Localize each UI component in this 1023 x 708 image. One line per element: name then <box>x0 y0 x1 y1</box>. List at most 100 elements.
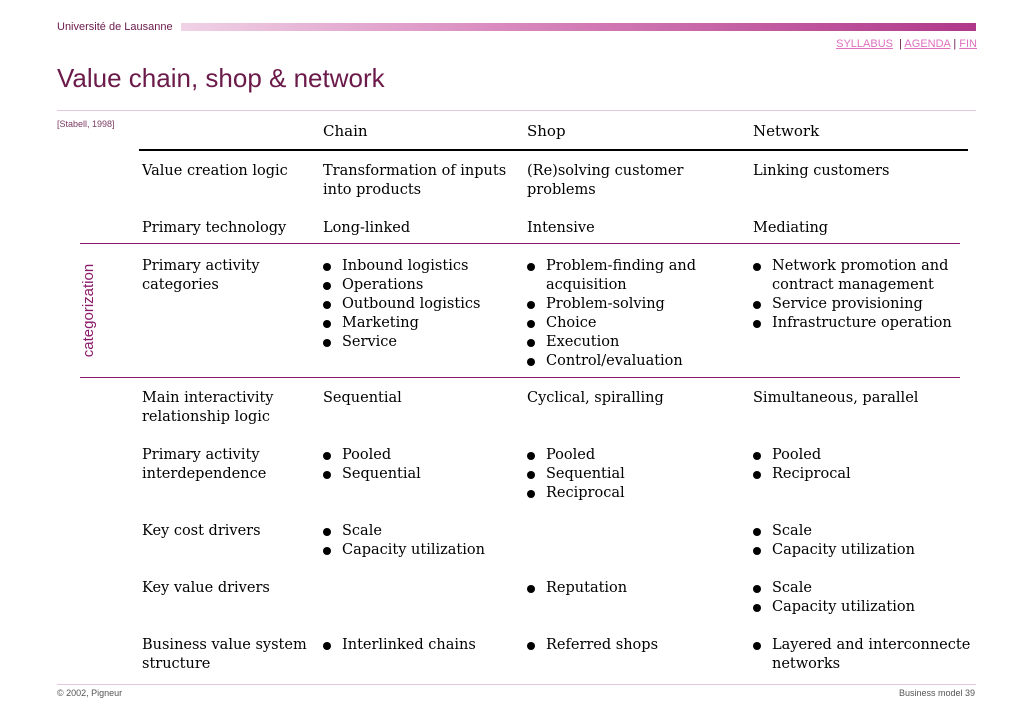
row-label: Key value drivers <box>142 579 270 598</box>
bullet-dot-icon <box>323 339 331 347</box>
row-label: Value creation logic <box>142 162 288 181</box>
categorization-bottom-rule <box>80 377 960 378</box>
copyright: © 2002, Pigneur <box>57 688 123 698</box>
bullet-text-line: Problem-finding and <box>546 258 696 274</box>
fin-link[interactable]: FIN <box>959 38 977 50</box>
table-cell-network: Linking customers <box>753 162 889 181</box>
bullet-dot-icon <box>753 452 761 460</box>
bullet-text-line: Problem-solving <box>546 296 665 312</box>
row-label-line: structure <box>142 656 211 672</box>
title-divider <box>57 110 976 111</box>
bullet-item: Infrastructure operation <box>753 314 952 333</box>
bullet-text-line: Control/evaluation <box>546 353 683 369</box>
bullet-text-line: Reciprocal <box>772 466 851 482</box>
bullet-dot-icon <box>323 282 331 290</box>
bullet-text-line: Scale <box>772 523 812 539</box>
header-gradient-bar <box>181 23 976 31</box>
bullet-text-line: Pooled <box>772 447 822 463</box>
column-header-chain: Chain <box>323 122 368 140</box>
bullet-text-line: Reciprocal <box>546 485 625 501</box>
bullet-text-line: Pooled <box>342 447 392 463</box>
bullet-item: Scale <box>753 579 915 598</box>
cell-text-line: Simultaneous, parallel <box>753 390 919 406</box>
categorization-top-rule <box>80 243 960 244</box>
bullet-item: Scale <box>753 522 915 541</box>
row-label: Key cost drivers <box>142 522 261 541</box>
citation: [Stabell, 1998] <box>57 119 115 129</box>
bullet-text-line: Inbound logistics <box>342 258 469 274</box>
bullet-item: Reciprocal <box>527 484 625 503</box>
row-label-line: categories <box>142 277 219 293</box>
bullet-dot-icon <box>753 642 761 650</box>
bullet-list: Reputation <box>527 579 627 598</box>
bullet-item: Capacity utilization <box>323 541 485 560</box>
top-nav: SYLLABUS | AGENDA | FIN <box>836 38 977 50</box>
bullet-item: Inbound logistics <box>323 257 480 276</box>
cell-text-line: into products <box>323 182 422 198</box>
table-cell-shop: Reputation <box>527 579 627 598</box>
bullet-item: Operations <box>323 276 480 295</box>
bullet-item: Service provisioning <box>753 295 952 314</box>
bullet-text-line: Capacity utilization <box>772 542 915 558</box>
table-cell-network: Mediating <box>753 219 828 238</box>
bullet-dot-icon <box>753 547 761 555</box>
table-cell-chain: Sequential <box>323 389 402 408</box>
bullet-dot-icon <box>753 301 761 309</box>
bullet-dot-icon <box>753 585 761 593</box>
row-label-line: Business value system <box>142 637 307 653</box>
bullet-list: Referred shops <box>527 636 658 655</box>
nav-separator: | <box>899 38 902 50</box>
row-label: Business value system structure <box>142 636 307 674</box>
bullet-text-line: Referred shops <box>546 637 659 653</box>
bullet-item: Referred shops <box>527 636 658 655</box>
footer-divider <box>57 684 976 685</box>
cell-text-line: Transformation of inputs <box>323 163 507 179</box>
table-cell-shop: Referred shops <box>527 636 658 655</box>
bullet-text-line: Pooled <box>546 447 596 463</box>
bullet-dot-icon <box>323 452 331 460</box>
bullet-text-line: contract management <box>772 277 934 293</box>
bullet-dot-icon <box>527 320 535 328</box>
bullet-item: Sequential <box>527 465 625 484</box>
bullet-dot-icon <box>527 301 535 309</box>
categorization-label: categorization <box>72 240 106 380</box>
column-header-network: Network <box>753 122 820 140</box>
bullet-dot-icon <box>323 320 331 328</box>
agenda-link[interactable]: AGENDA <box>904 38 951 50</box>
cell-text-line: Long-linked <box>323 220 411 236</box>
bullet-text-line: Sequential <box>342 466 421 482</box>
table-cell-chain: Long-linked <box>323 219 410 238</box>
bullet-text-line: Marketing <box>342 315 419 331</box>
bullet-item: Scale <box>323 522 485 541</box>
bullet-text-line: Choice <box>546 315 597 331</box>
bullet-dot-icon <box>753 604 761 612</box>
bullet-item: Capacity utilization <box>753 598 915 617</box>
table-cell-chain: Interlinked chains <box>323 636 476 655</box>
bullet-item: Outbound logistics <box>323 295 480 314</box>
row-label-line: relationship logic <box>142 409 271 425</box>
row-label-line: Primary activity <box>142 258 260 274</box>
row-label-line: Key cost drivers <box>142 523 261 539</box>
bullet-text-line: Execution <box>546 334 620 350</box>
table-header-rule <box>139 149 968 151</box>
bullet-item: Choice <box>527 314 696 333</box>
bullet-dot-icon <box>323 301 331 309</box>
university-name: Université de Lausanne <box>57 21 173 33</box>
cell-text-line: Sequential <box>323 390 402 406</box>
bullet-text-line: Scale <box>772 580 812 596</box>
syllabus-link[interactable]: SYLLABUS <box>836 38 893 50</box>
bullet-item: Interlinked chains <box>323 636 476 655</box>
